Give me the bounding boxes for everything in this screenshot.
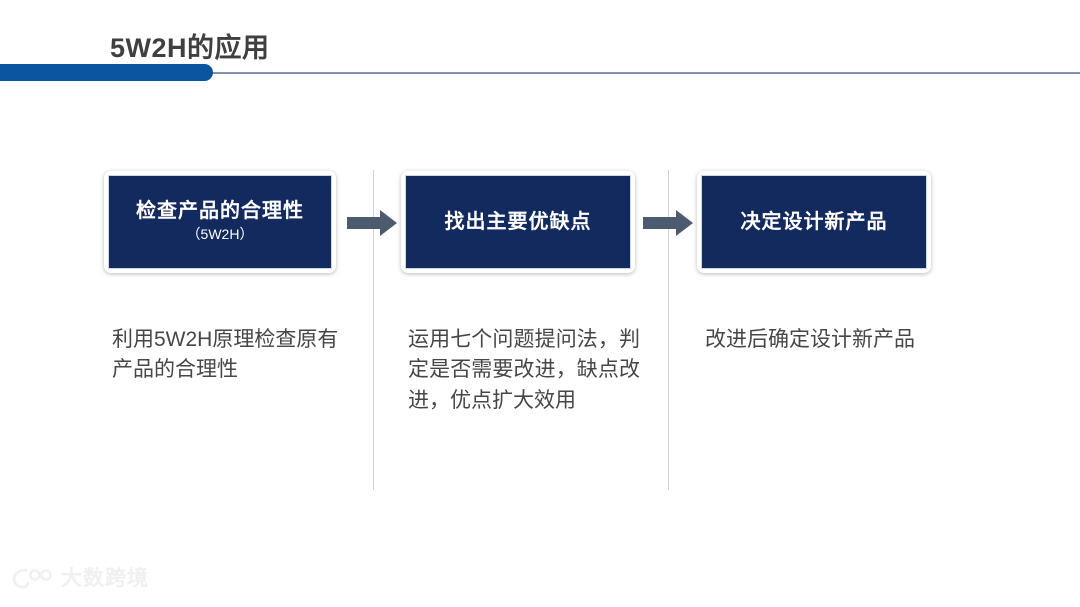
flow-step-box-1[interactable]: 检查产品的合理性 （5W2H） [104, 171, 336, 273]
header-divider-line [0, 72, 1080, 74]
arrow-right-icon [643, 210, 693, 236]
page-title: 5W2H的应用 [110, 33, 270, 63]
watermark: 大数跨境 [12, 566, 149, 590]
flow-step-box-2-inner: 找出主要优缺点 [405, 175, 631, 269]
flow-step-box-2[interactable]: 找出主要优缺点 [401, 171, 635, 273]
flow-step-1-sublabel: （5W2H） [186, 226, 254, 243]
flow-step-box-1-inner: 检查产品的合理性 （5W2H） [108, 175, 332, 269]
column-divider-1 [373, 170, 374, 490]
column-divider-2 [668, 170, 669, 490]
flow-step-1-label: 检查产品的合理性 [136, 200, 304, 223]
watermark-text: 大数跨境 [61, 566, 149, 590]
arrow-right-icon [347, 210, 397, 236]
flow-step-box-3[interactable]: 决定设计新产品 [697, 171, 931, 273]
flow-step-3-label: 决定设计新产品 [740, 210, 888, 233]
flow-step-box-3-inner: 决定设计新产品 [701, 175, 927, 269]
flow-step-3-caption: 改进后确定设计新产品 [705, 328, 915, 351]
flow-step-2-caption: 运用七个问题提问法，判定是否需要改进，缺点改进，优点扩大效用 [408, 328, 640, 412]
flow-step-2-label: 找出主要优缺点 [444, 210, 592, 233]
brand-logo-icon [12, 566, 54, 590]
flow-step-1-caption: 利用5W2H原理检查原有产品的合理性 [112, 328, 339, 382]
header-accent-bar [0, 64, 213, 81]
